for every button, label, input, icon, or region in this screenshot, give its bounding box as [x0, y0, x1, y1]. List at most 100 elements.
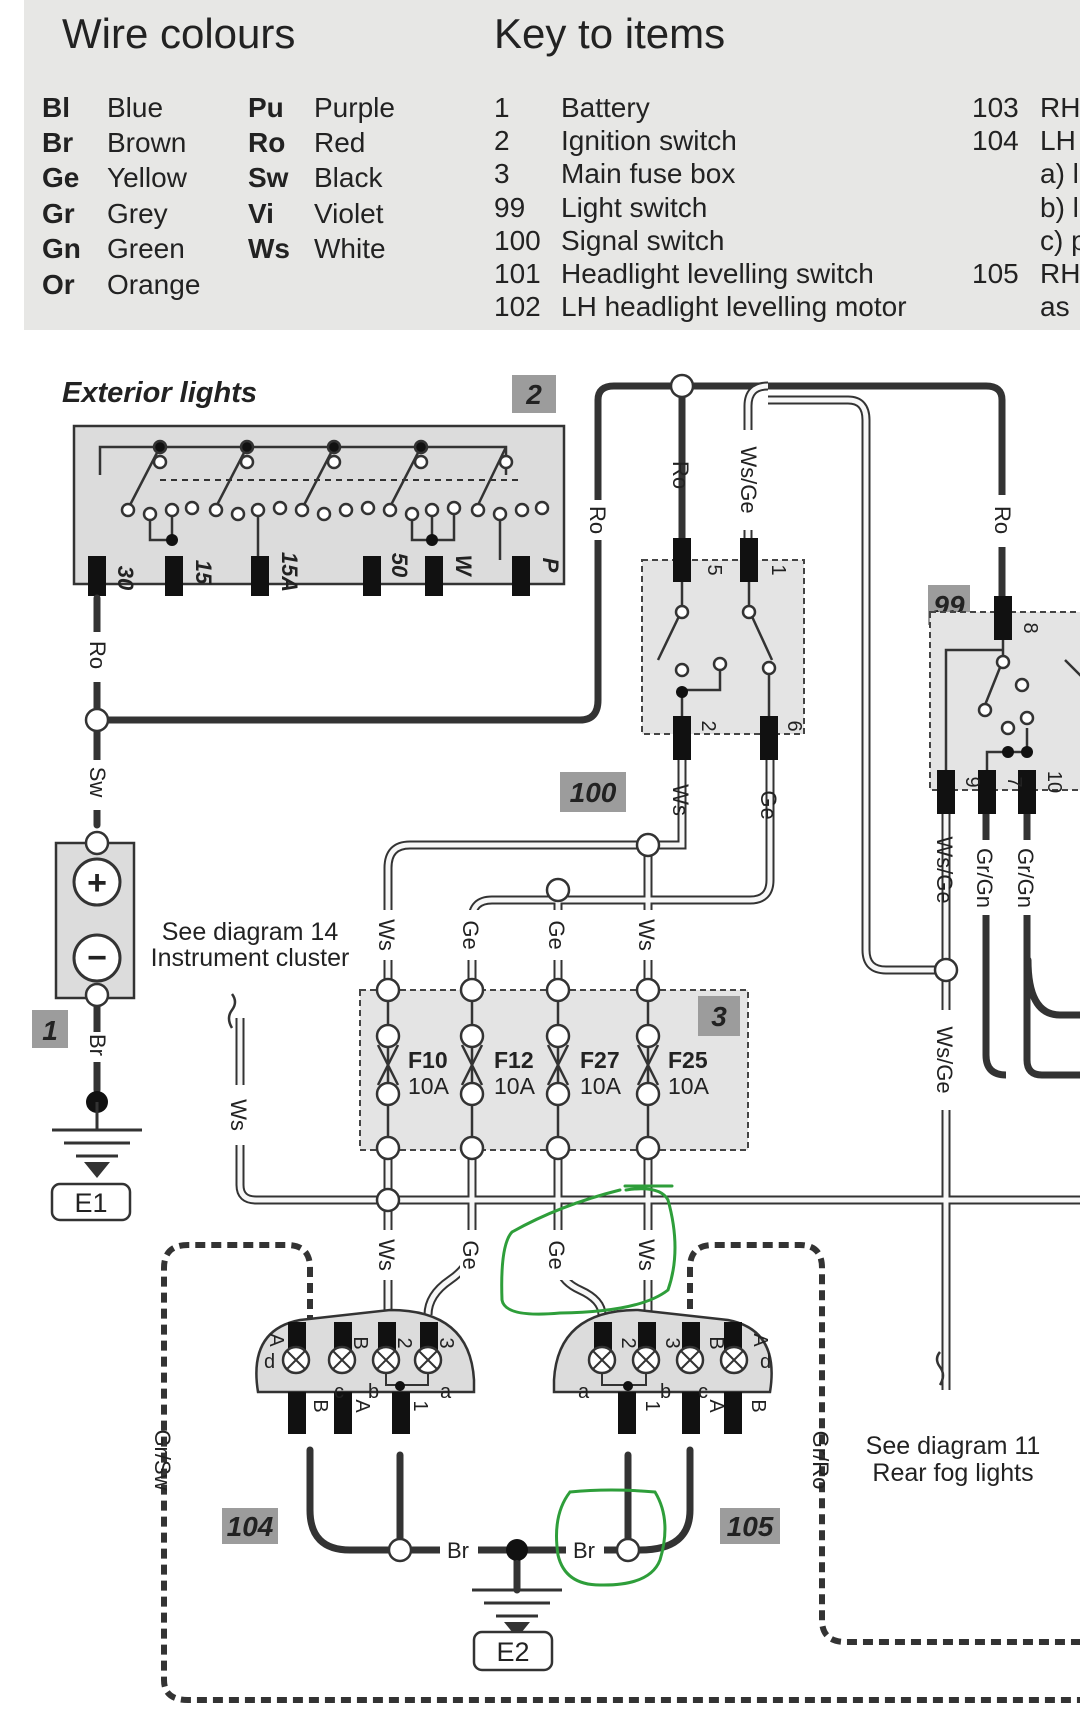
switch-body: [641, 559, 805, 735]
rear-fog-note-line1: See diagram 11: [866, 1432, 1041, 1460]
key-item-number: 104: [972, 125, 1019, 156]
key-item-label: Main fuse box: [561, 158, 735, 189]
pin-label: B: [705, 1336, 727, 1349]
signal-switch: 5 1 2 6 100: [560, 538, 805, 812]
key-item-label: LH headlight levelling motor: [561, 291, 907, 322]
pin-label: 3: [435, 1337, 457, 1348]
key-item-label: Ignition switch: [561, 125, 737, 156]
colour-code: Pu: [248, 92, 284, 123]
pin-label: 5: [703, 564, 725, 575]
colour-name: Orange: [107, 269, 200, 300]
key-item-label: Light switch: [561, 192, 707, 223]
plus-sign: +: [87, 864, 107, 902]
ignition-switch: 2: [72, 375, 566, 596]
key-item-label: Signal switch: [561, 225, 724, 256]
bulb-label: c: [698, 1381, 708, 1403]
pin-label: 2: [697, 720, 719, 731]
ground-icon: [504, 1622, 530, 1638]
key-item-number: 99: [494, 192, 525, 223]
wire-label: Ws: [668, 784, 693, 816]
section-title: Exterior lights: [62, 377, 257, 409]
rh-headlight: 2 3 B A 1 A B a b c d 105: [552, 1308, 780, 1544]
colour-code: Sw: [248, 162, 289, 193]
component-id: 1: [42, 1015, 58, 1046]
key-item-label: RH: [1040, 92, 1080, 123]
colour-name: Violet: [314, 198, 384, 229]
plus-terminal-icon: [72, 857, 122, 907]
fuse-box-body: [359, 989, 749, 1151]
wire-label: Ro: [85, 641, 110, 669]
wire-label: Gr/Gn: [1013, 848, 1038, 908]
key-item-label: Battery: [561, 92, 650, 123]
colour-code: Gr: [42, 198, 75, 229]
fuse-name: F10: [408, 1047, 448, 1073]
wire-colours-title: Wire colours: [62, 10, 295, 57]
component-id: 2: [525, 379, 542, 410]
component-id: 104: [227, 1511, 274, 1542]
wire-label: Ws/Ge: [932, 1026, 957, 1093]
pin-label: 7: [1003, 776, 1025, 787]
key-item-number: 1: [494, 92, 510, 123]
component-id: 3: [711, 1001, 727, 1032]
ground-label: E1: [74, 1188, 107, 1218]
id-box: [222, 1508, 278, 1544]
key-item-number: 3: [494, 158, 510, 189]
bulb-label: c: [334, 1381, 344, 1403]
key-item-number: 103: [972, 92, 1019, 123]
terminal-label: P: [538, 558, 563, 573]
bulb-label: a: [578, 1381, 590, 1403]
bulb-label: d: [760, 1351, 771, 1373]
fuse-name: F12: [494, 1047, 534, 1073]
fuse-rating: 10A: [668, 1073, 710, 1099]
wires-dashed: [161, 1242, 1080, 1703]
pin-label: A: [351, 1399, 373, 1413]
wire-label: Sw: [85, 767, 110, 798]
wire-label: Ws: [226, 1099, 251, 1131]
lh-headlight: A B 2 3 B A 1 d c b a 104: [222, 1308, 476, 1544]
terminal-label: W: [451, 555, 476, 578]
key-item-label: c) p: [1040, 225, 1080, 256]
pin-label: A: [705, 1399, 727, 1413]
hand-annotations: [500, 1184, 677, 1587]
pin-label: A: [265, 1333, 287, 1347]
terminal-label: 15: [191, 560, 216, 585]
key-item-label: as: [1040, 291, 1070, 322]
colour-code: Ge: [42, 162, 79, 193]
bulb-label: a: [440, 1381, 452, 1403]
colour-code: Vi: [248, 198, 274, 229]
pin-label: 6: [783, 720, 805, 731]
ground-e1: E1: [50, 1091, 142, 1222]
key-item-label: RH: [1040, 258, 1080, 289]
pin-label: 1: [641, 1400, 663, 1411]
wire-label: Ws: [374, 919, 399, 951]
colour-code: Bl: [42, 92, 70, 123]
pin-label: 1: [767, 564, 789, 575]
pin-label: 1: [409, 1400, 431, 1411]
key-item-number: 2: [494, 125, 510, 156]
key-item-number: 101: [494, 258, 541, 289]
wire-label: Ro: [990, 506, 1015, 534]
wire-label: Br: [85, 1034, 110, 1056]
terminal-label: 50: [387, 553, 412, 578]
ground-icon: [84, 1162, 110, 1178]
wire-label: Ge: [756, 790, 781, 819]
component-id: 100: [570, 777, 617, 808]
wire-label: Ws/Ge: [932, 836, 957, 903]
pin-label: B: [309, 1399, 331, 1412]
pin-label: 10: [1043, 771, 1065, 793]
ground-e2: E2: [472, 1560, 562, 1672]
colour-name: Red: [314, 127, 365, 158]
id-box: [512, 375, 556, 413]
id-box: [32, 1010, 68, 1048]
pin-label: A: [749, 1333, 771, 1347]
switch-body: [72, 424, 566, 586]
battery-note-line1: See diagram 14: [162, 918, 339, 946]
key-to-items-title: Key to items: [494, 10, 725, 57]
pin-label: 3: [661, 1337, 683, 1348]
bulb-label: b: [660, 1381, 671, 1403]
colour-code: Gn: [42, 233, 81, 264]
wire-label: Gr/Gn: [972, 848, 997, 908]
minus-sign: −: [87, 939, 107, 977]
switch-body: [929, 611, 1080, 791]
